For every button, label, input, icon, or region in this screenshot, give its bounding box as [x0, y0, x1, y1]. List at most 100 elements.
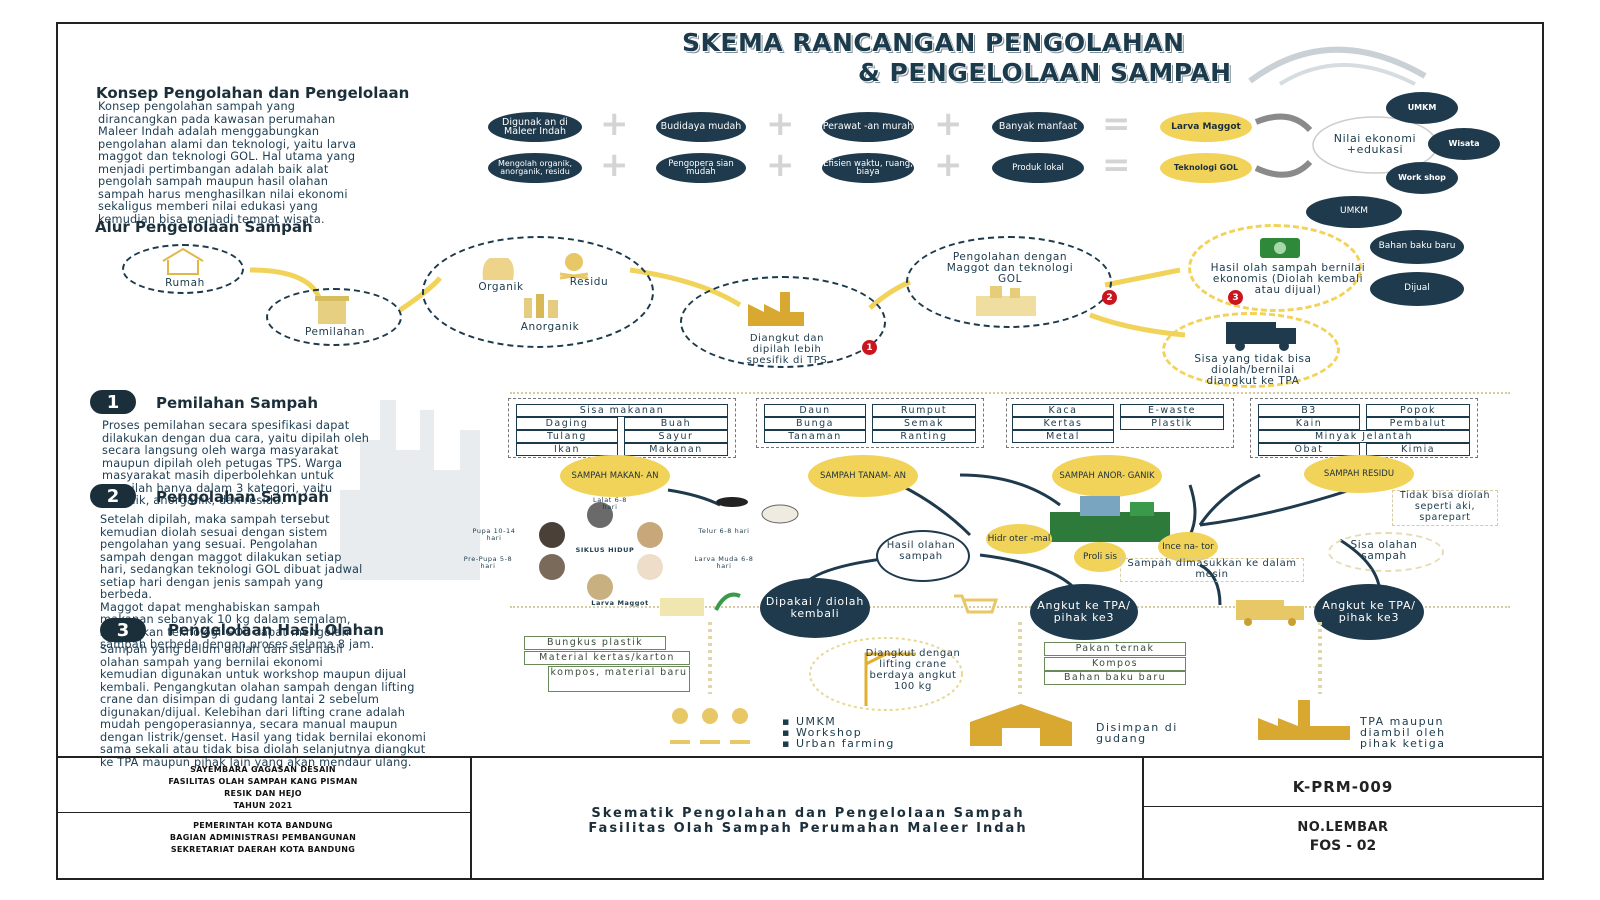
factory-icon	[748, 292, 804, 326]
warehouse-icon	[970, 704, 1072, 746]
hidrotermal-node: Hidr oter -mal	[986, 524, 1052, 554]
dotted-down-arrows	[708, 622, 1322, 694]
siklus-hidup-diagram	[539, 502, 663, 600]
concept-pill-digunakan: Digunak an di Maleer Indah	[488, 112, 582, 142]
output-wisata: Wisata	[1428, 128, 1500, 160]
pengolahan-node	[906, 236, 1112, 328]
tps-label: Diangkut dan dipilah lebih spesifik di T…	[746, 333, 828, 366]
residu-label: Residu	[569, 276, 609, 288]
tpa-factory-icon	[1258, 700, 1350, 740]
masuk-mesin-label: Sampah dimasukkan ke dalam mesin	[1127, 558, 1297, 580]
tidak-bisa-box	[1392, 490, 1498, 526]
item-obat: Obat	[1258, 443, 1360, 456]
product-bahan-baku-baru: Bahan baku baru	[1044, 671, 1186, 685]
siklus-center-label: SIKLUS HIDUP	[575, 546, 635, 554]
sampah-makanan-node: SAMPAH MAKAN- AN	[560, 455, 670, 497]
titleblock-top-border	[56, 756, 1544, 758]
item-sayur: Sayur	[624, 430, 728, 443]
result-teknologi-gol: Teknologi GOL	[1160, 153, 1252, 183]
item-metal: Metal	[1012, 430, 1114, 443]
konsep-heading: Konsep Pengolahan dan Pengelolaan	[96, 84, 410, 102]
kategori-node	[422, 236, 654, 348]
anorganik-bottles-icon	[524, 294, 558, 318]
rumah-node	[122, 244, 244, 294]
step2-title: Pengolahan Sampah	[156, 488, 329, 506]
roof-logo-graphic	[1248, 46, 1427, 86]
rumah-label: Rumah	[165, 277, 205, 289]
tidak-bisa-label: Tidak bisa diolah seperti aki, sparepart	[1399, 490, 1491, 523]
dipakai-node: Dipakai / diolah kembali	[760, 578, 870, 638]
step-badge-2: 2	[1102, 290, 1117, 305]
item-ikan: Ikan	[516, 443, 618, 456]
category-tanaman-box	[756, 398, 984, 448]
plus-icon: +	[934, 145, 963, 185]
plus-icon: +	[934, 104, 963, 144]
item-minyak-jelantah: Minyak Jelantah	[1258, 430, 1470, 443]
angkut-tpa-node-2: Angkut ke TPA/ pihak ke3	[1314, 584, 1424, 640]
step3-title: Pengelolaan Hasil Olahan	[168, 621, 385, 639]
item-tulang: Tulang	[516, 430, 618, 443]
output-urban-farming-item: Urban farming	[795, 737, 895, 750]
concept-pill-manfaat: Banyak manfaat	[992, 112, 1084, 142]
item-b3: B3	[1258, 404, 1360, 417]
product-bungkus-plastik: Bungkus plastik	[524, 636, 666, 650]
result-larva-maggot: Larva Maggot	[1160, 112, 1252, 142]
output-umkm: UMKM	[1386, 92, 1458, 124]
titleblock-divider-1	[470, 756, 472, 880]
sampah-residu-node: SAMPAH RESIDU	[1304, 455, 1414, 493]
item-kaca: Kaca	[1012, 404, 1114, 417]
equals-icon: =	[1102, 104, 1131, 144]
item-makanan: Makanan	[624, 443, 728, 456]
step-badge-1: 1	[862, 340, 877, 355]
item-semak: Semak	[872, 417, 976, 430]
nilai-ekonomi-label: Nilai ekonomi +edukasi	[1333, 132, 1417, 156]
organik-bag-icon	[482, 258, 514, 280]
crane-label: Diangkut dengan lifting crane berdaya an…	[865, 648, 961, 692]
item-plastik: Plastik	[1120, 417, 1224, 430]
sampah-anorganik-node: SAMPAH ANOR- GANIK	[1052, 455, 1162, 497]
concept-pill-perawatan: Perawat -an murah	[822, 112, 914, 142]
siklus-lalat: Lalat 6-8 hari	[592, 496, 628, 511]
item-rumput: Rumput	[872, 404, 976, 417]
pemilahan-label: Pemilahan	[304, 326, 366, 338]
concept-pill-pengoperasian: Pengopera sian mudah	[656, 153, 746, 183]
step-number-1: 1	[90, 390, 136, 414]
sheet-frame	[56, 22, 1544, 880]
siklus-pupa: Pupa 10-14 hari	[472, 527, 516, 542]
pengolahan-label: Pengolahan dengan Maggot dan teknologi G…	[946, 251, 1074, 285]
incenerator-node: Ince na- tor	[1158, 532, 1218, 562]
step-number-3: 3	[100, 618, 146, 642]
concept-pill-efisien: Efisien waktu, ruang, biaya	[822, 153, 914, 183]
process-network-lines	[667, 473, 1382, 606]
plus-icon: +	[766, 145, 795, 185]
pemilahan-node	[266, 288, 402, 346]
hasil-olahan-node	[876, 530, 970, 582]
page-title-line2: & PENGELOLAAN SAMPAH	[858, 58, 1232, 87]
step-badge-3: 3	[1228, 290, 1243, 305]
gol-machine-graphic	[1050, 496, 1170, 542]
skull-icon	[559, 253, 589, 280]
drawing-code: K-PRM-009	[1292, 778, 1394, 796]
hasil-node	[1188, 224, 1362, 312]
sisa-olahan-label: Sisa olahan sampah	[1350, 539, 1418, 562]
tps-node	[680, 276, 886, 368]
item-daun: Daun	[764, 404, 866, 417]
item-pembalut: Pembalut	[1366, 417, 1470, 430]
gudang-label: Disimpan di gudang	[1096, 721, 1178, 745]
item-kain: Kain	[1258, 417, 1360, 430]
garbage-truck-icon	[1226, 322, 1296, 351]
sisa-node	[1162, 312, 1340, 388]
sisa-label: Sisa yang tidak bisa diolah/bernilai dia…	[1194, 353, 1312, 387]
divider-dotted	[510, 392, 1510, 394]
titleblock-divider-2	[1142, 756, 1144, 880]
product-pakan-ternak: Pakan ternak	[1044, 642, 1186, 656]
divider-dotted	[510, 606, 1510, 608]
fly-and-larva-icon	[716, 497, 799, 524]
plant-hands-icon	[660, 592, 741, 616]
people-community-icon	[670, 708, 750, 744]
house-icon	[162, 247, 204, 275]
gol-machine-icon	[976, 286, 1036, 316]
